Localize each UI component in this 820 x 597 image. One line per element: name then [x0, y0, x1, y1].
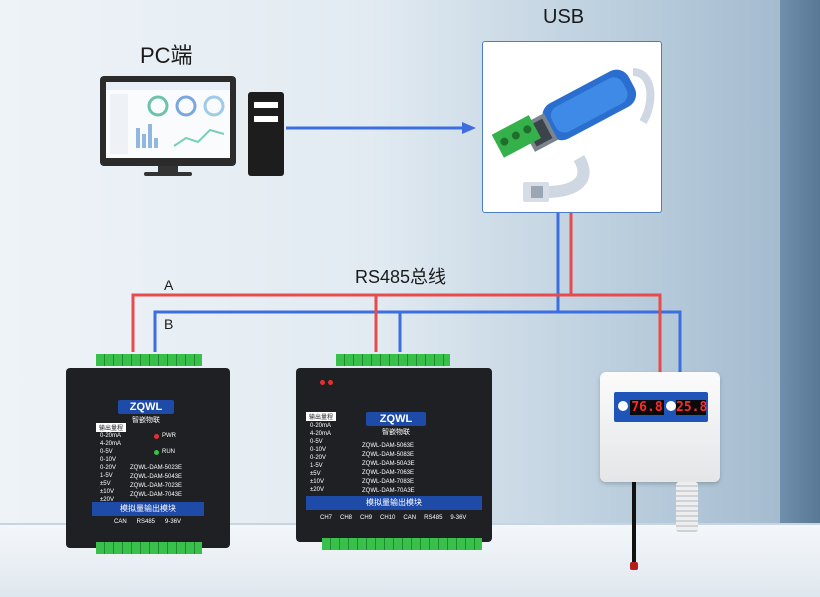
brand-logo: ZQWL	[366, 412, 426, 426]
range-header: 输出量程	[96, 423, 126, 432]
brand-logo: ZQWL	[118, 400, 174, 414]
rs485-bus-label: RS485总线	[355, 267, 447, 287]
pwr-label: PWR	[162, 433, 176, 439]
run-label: RUN	[162, 449, 175, 455]
sensor-display: 76.8 25.8	[614, 392, 708, 422]
usb-converter-box	[482, 41, 662, 213]
humidity-icon	[618, 401, 628, 411]
usb-label: USB	[543, 6, 585, 28]
dashboard-icon	[106, 82, 230, 154]
line-a-label: A	[164, 277, 174, 293]
range-header: 输出量程	[306, 412, 336, 421]
dashboard-screen	[106, 82, 230, 158]
humidity-reading: 76.8	[630, 400, 664, 415]
module-title: 模拟量输出模块	[306, 496, 482, 510]
bottom-terminal-block	[322, 538, 482, 550]
brand-subtitle: 智嵌物联	[132, 417, 160, 424]
top-terminal-block	[96, 354, 202, 366]
line-b	[153, 212, 560, 352]
pc-monitor	[100, 76, 236, 176]
status-led	[320, 380, 325, 385]
sensor-probe	[676, 482, 698, 532]
line-a-sensor-drop	[571, 293, 662, 372]
pwr-led	[154, 434, 159, 439]
line-b-label: B	[164, 316, 174, 332]
sensor-cable	[632, 482, 636, 568]
line-a	[131, 212, 573, 352]
module-title: 模拟量输出模块	[92, 502, 204, 516]
pc-label: PC端	[140, 43, 193, 68]
temp-humidity-sensor: 76.8 25.8	[600, 372, 720, 482]
cable-tip	[630, 562, 638, 570]
status-led	[328, 380, 333, 385]
pc-tower	[248, 92, 284, 176]
temperature-reading: 25.8	[676, 400, 708, 415]
bottom-terminal-block	[96, 542, 202, 554]
brand-subtitle: 智嵌物联	[382, 429, 410, 436]
temperature-icon	[666, 401, 676, 411]
line-b-sensor-drop	[558, 310, 682, 372]
arrow-icon	[462, 122, 476, 134]
usb-to-rs485-converter-icon	[491, 68, 655, 202]
run-led	[154, 450, 159, 455]
background-wall	[780, 0, 820, 597]
top-terminal-block	[336, 354, 450, 366]
